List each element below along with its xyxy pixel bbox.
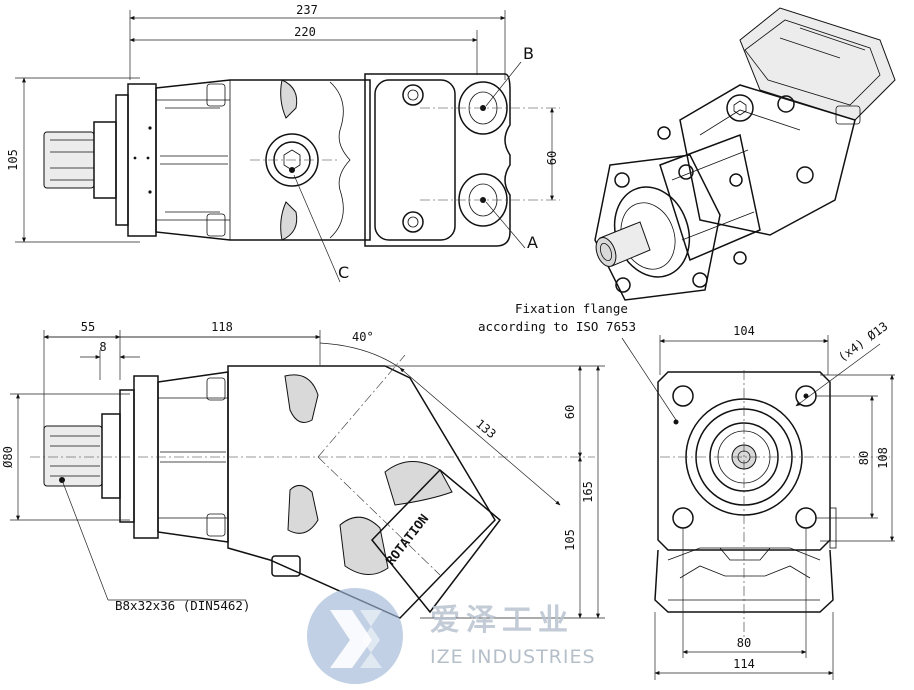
dim-8: 8 [99,340,106,354]
fixation-line1: Fixation flange [515,301,628,316]
isometric-view [594,7,896,301]
dim-60-top: 60 [545,151,559,165]
dim-165: 165 [581,481,595,503]
watermark-logo [307,588,403,684]
dim-220: 220 [294,25,316,39]
dim-55: 55 [81,320,95,334]
dim-d80: Ø80 [1,446,15,468]
dim-118: 118 [211,320,233,334]
dim-133: 133 [473,417,499,442]
top-view: 237 220 105 [6,3,560,283]
port-a-label: A [527,233,538,252]
dim-60-side: 60 [563,405,577,419]
watermark-chinese: 爱泽工业 [430,603,574,638]
dim-104: 104 [733,324,755,338]
side-view: 55 118 8 Ø80 [1,320,605,619]
dim-105-side: 105 [563,529,577,551]
spline-label: B8x32x36 (DIN5462) [115,598,250,613]
fixation-line2: according to ISO 7653 [478,319,636,334]
dim-114: 114 [733,657,755,671]
port-c-label: C [338,263,349,282]
port-b-label: B [523,44,534,63]
dim-80-h: 80 [737,636,751,650]
dim-40deg: 40° [352,330,374,344]
dim-108: 108 [876,447,890,469]
holes-label: (x4) Ø13 [836,319,891,364]
dim-80-v: 80 [857,451,871,465]
watermark-english: IZE INDUSTRIES [430,646,596,668]
dim-237: 237 [296,3,318,17]
watermark: 爱泽工业 IZE INDUSTRIES [307,588,596,684]
dim-105-top: 105 [6,149,20,171]
